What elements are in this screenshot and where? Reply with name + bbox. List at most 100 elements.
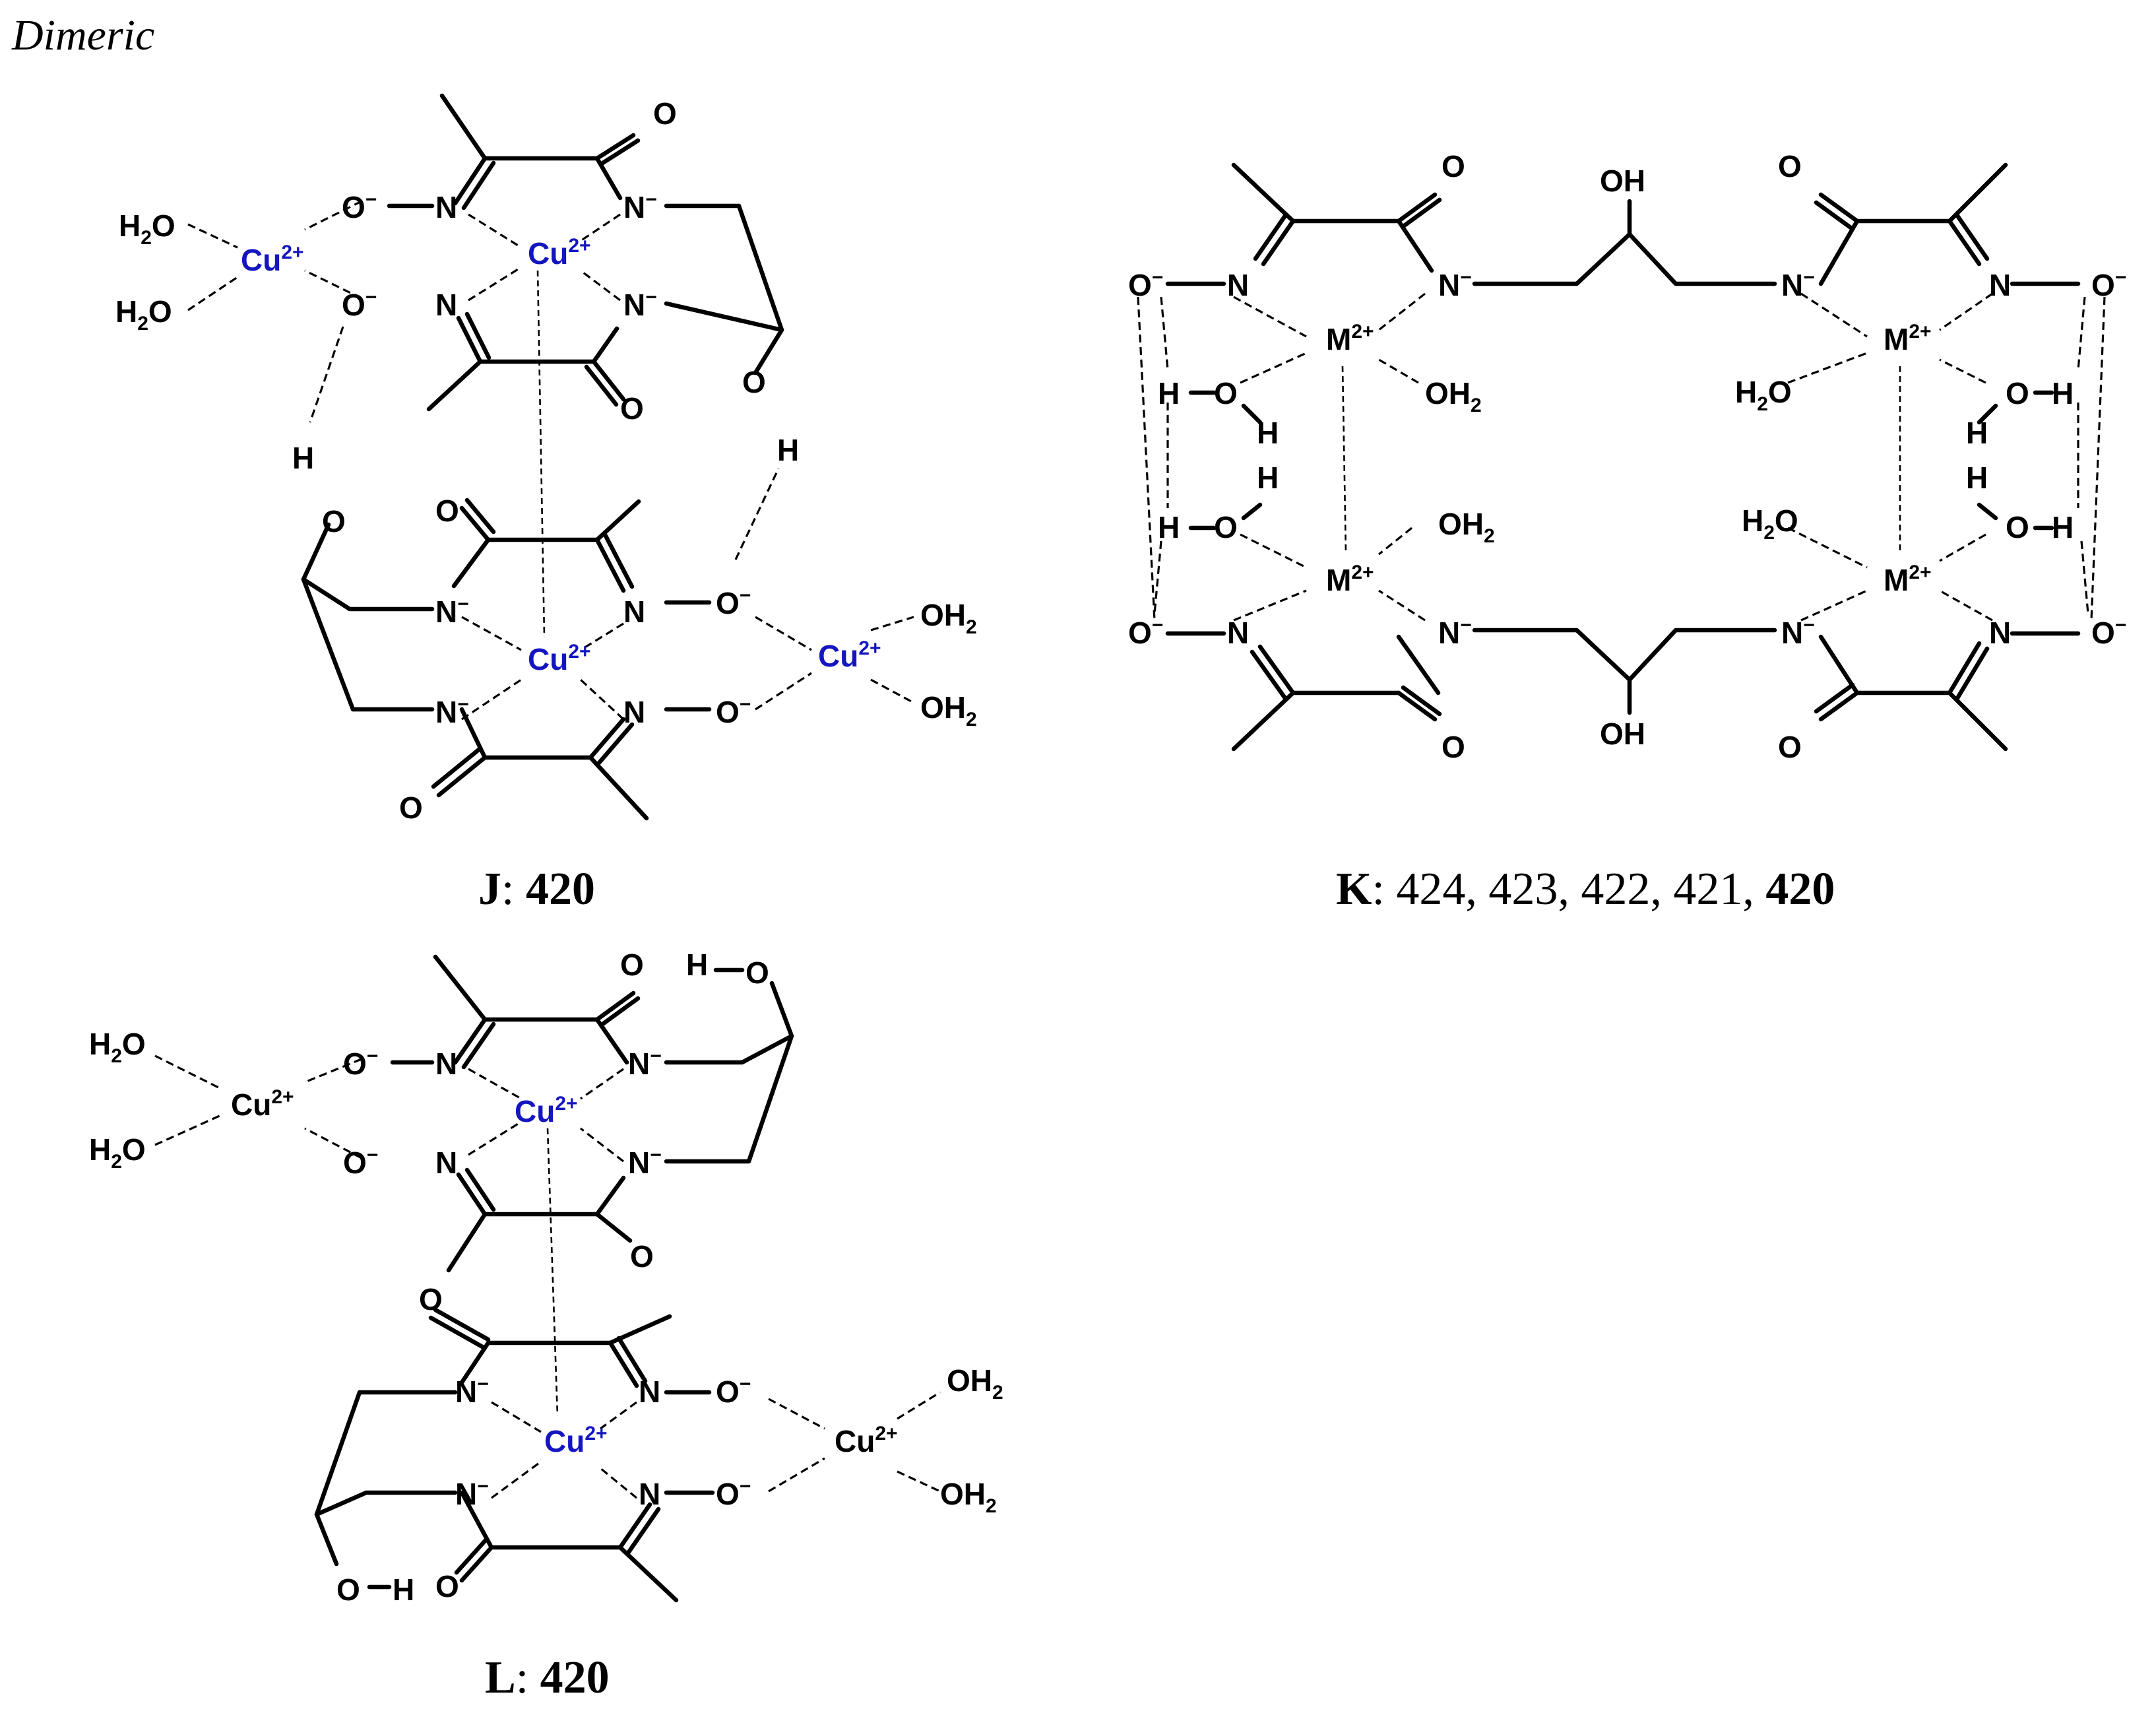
svg-text:N: N <box>435 1146 457 1180</box>
svg-text:OH: OH <box>1600 164 1645 198</box>
svg-text:O: O <box>745 956 769 990</box>
svg-text:O: O <box>1442 149 1465 183</box>
svg-text:H: H <box>777 433 799 467</box>
caption-L: L: 420 <box>485 1652 610 1703</box>
svg-text:N−: N− <box>435 694 469 729</box>
svg-text:N−: N− <box>623 286 657 322</box>
svg-text:O: O <box>1214 510 1238 544</box>
svg-text:O−: O− <box>1128 267 1163 302</box>
svg-text:N−: N− <box>623 189 657 224</box>
svg-text:H2O: H2O <box>119 209 175 249</box>
svg-text:O−: O− <box>716 1475 751 1511</box>
svg-text:O: O <box>653 96 677 131</box>
svg-text:N: N <box>623 595 645 629</box>
structure-K: O OH O O− N N− N− N O− M2+ M2+ H O H OH2… <box>1128 149 2126 764</box>
svg-text:N: N <box>639 1477 660 1511</box>
figure-title: Dimeric <box>11 11 154 59</box>
svg-text:N−: N− <box>455 1373 489 1409</box>
svg-text:N−: N− <box>435 593 469 629</box>
caption-value: 422 <box>1581 864 1650 915</box>
svg-text:O−: O− <box>342 286 377 322</box>
svg-text:M2+: M2+ <box>1884 321 1932 356</box>
structure-L: O H O O− N N− O− N N− O O N− N O− N− N O… <box>89 948 1003 1607</box>
svg-text:N−: N− <box>1781 267 1815 302</box>
svg-text:N−: N− <box>1438 614 1472 650</box>
svg-text:O: O <box>435 1569 459 1604</box>
svg-text:O: O <box>2006 510 2029 544</box>
copper-ion-label: Cu2+ <box>241 242 304 277</box>
caption-value: 423 <box>1488 864 1558 915</box>
svg-text:O−: O− <box>343 1144 378 1180</box>
svg-text:O: O <box>742 365 766 399</box>
svg-text:O−: O− <box>343 1045 378 1081</box>
svg-text:H: H <box>1966 416 1988 450</box>
svg-text:H2O: H2O <box>89 1027 146 1067</box>
svg-text:O−: O− <box>1128 614 1163 650</box>
svg-text:N: N <box>623 695 645 729</box>
svg-text:O: O <box>1778 730 1802 764</box>
svg-text:N: N <box>639 1375 660 1409</box>
svg-text:O−: O− <box>716 694 751 729</box>
svg-text:OH2: OH2 <box>1438 507 1495 547</box>
svg-text:O: O <box>419 1282 443 1316</box>
svg-text:N: N <box>435 1047 457 1081</box>
svg-text:N: N <box>1227 616 1249 650</box>
svg-text:O: O <box>336 1572 360 1607</box>
svg-text:O: O <box>1778 149 1802 183</box>
svg-text:M2+: M2+ <box>1326 562 1374 597</box>
svg-text:O: O <box>630 1239 654 1274</box>
svg-text:OH2: OH2 <box>1425 376 1482 416</box>
svg-text:O: O <box>399 791 423 825</box>
svg-text:N−: N− <box>455 1475 489 1511</box>
svg-text:H: H <box>1257 461 1279 495</box>
svg-text:N−: N− <box>1781 614 1815 650</box>
svg-text:H: H <box>1966 461 1988 495</box>
svg-text:O: O <box>435 494 459 528</box>
svg-text:Cu2+: Cu2+ <box>528 235 591 271</box>
svg-text:H2O: H2O <box>1735 375 1792 415</box>
svg-text:OH2: OH2 <box>940 1477 997 1517</box>
svg-text:OH2: OH2 <box>920 598 977 638</box>
caption-J: J: 420 <box>478 864 595 915</box>
svg-text:O: O <box>620 948 644 982</box>
svg-text:N−: N− <box>628 1045 662 1081</box>
svg-text:O: O <box>322 504 346 538</box>
caption-K: K: 424, 423, 422, 421, 420 <box>1336 864 1835 915</box>
svg-text:O: O <box>620 391 644 426</box>
svg-text:H: H <box>2052 510 2074 544</box>
svg-text:O: O <box>2006 376 2029 410</box>
svg-text:Cu2+: Cu2+ <box>528 641 591 676</box>
oxime-O-label: O− <box>342 189 377 224</box>
panel-letter: L <box>485 1652 516 1703</box>
structure-J: O O− N N− O− N N− O O H H O O N− N O− N−… <box>115 93 977 825</box>
svg-text:N−: N− <box>628 1144 662 1180</box>
caption-value: 424 <box>1396 864 1465 915</box>
svg-text:OH2: OH2 <box>920 690 977 730</box>
svg-text:Cu2+: Cu2+ <box>818 637 881 673</box>
svg-text:O: O <box>1214 376 1238 410</box>
svg-text:H2O: H2O <box>89 1132 146 1173</box>
svg-text:H: H <box>292 441 314 475</box>
svg-text:H: H <box>686 948 708 982</box>
caption-value: 420 <box>540 1652 610 1703</box>
svg-text:Cu2+: Cu2+ <box>544 1423 608 1458</box>
svg-text:N: N <box>1989 268 2011 302</box>
svg-text:H: H <box>393 1572 414 1607</box>
caption-value: 421 <box>1673 864 1742 915</box>
svg-text:N: N <box>1989 616 2011 650</box>
svg-text:M2+: M2+ <box>1884 562 1932 597</box>
svg-text:H: H <box>2052 376 2074 410</box>
svg-text:H2O: H2O <box>1742 503 1798 544</box>
svg-text:O−: O− <box>2091 267 2126 302</box>
svg-text:O−: O− <box>716 1373 751 1409</box>
svg-text:N−: N− <box>1438 267 1472 302</box>
caption-value: 420 <box>1765 864 1835 915</box>
svg-text:OH: OH <box>1600 717 1645 751</box>
svg-text:Cu2+: Cu2+ <box>231 1086 294 1122</box>
svg-text:N: N <box>435 190 457 224</box>
svg-text:O−: O− <box>2091 614 2126 650</box>
metal-ion-label: M2+ <box>1326 321 1374 356</box>
panel-letter: J <box>478 864 501 915</box>
svg-text:O−: O− <box>716 585 751 620</box>
